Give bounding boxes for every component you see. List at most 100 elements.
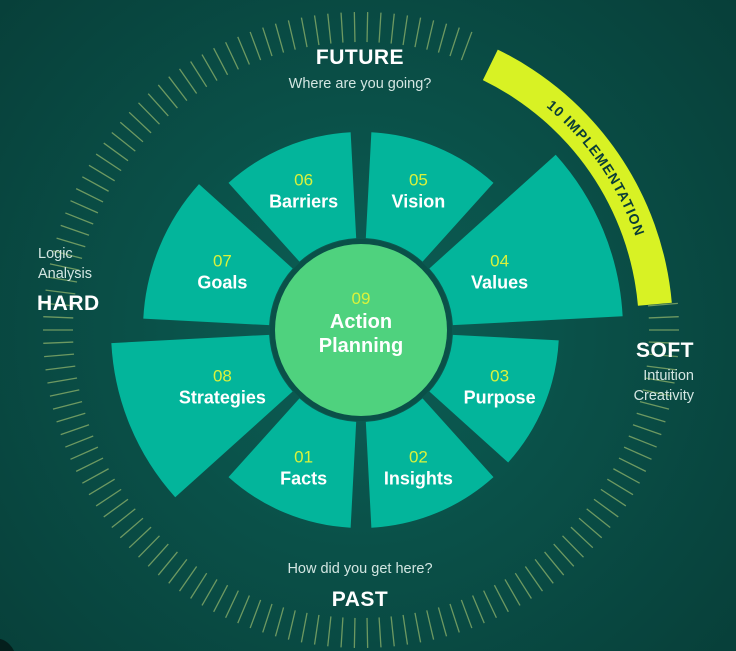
soft-title: SOFT [636,339,694,362]
tick-mark [340,617,344,648]
hard-title: HARD [37,292,100,315]
tick-mark [553,543,575,567]
corner-shape [0,638,15,651]
tick-mark [426,610,435,640]
tick-mark [534,559,554,584]
tick-mark [190,61,208,88]
tick-mark [586,508,611,529]
tick-mark [65,212,94,225]
tick-mark [426,20,435,50]
tick-mark [514,572,532,599]
tick-mark [414,17,422,48]
tick-mark [402,15,409,46]
tick-mark [103,498,129,518]
segment-label: Insights [384,469,453,489]
tick-mark [644,377,675,384]
tick-mark [262,27,273,57]
center-number: 09 [352,289,371,308]
tick-mark [157,84,178,109]
past-title: PAST [331,588,389,611]
tick-mark [60,224,90,236]
tick-mark [201,54,218,81]
tick-mark [449,603,460,633]
tick-mark [648,316,679,319]
hard-line1: Logic [38,246,73,262]
tick-mark [178,566,198,592]
tick-mark [366,617,369,648]
segment-goals [143,184,293,326]
tick-mark [82,176,109,192]
tick-mark [493,584,509,613]
tick-mark [472,595,485,624]
tick-mark [449,27,460,57]
segment-label: Facts [280,469,327,489]
tick-mark [607,478,634,496]
tick-mark [402,614,409,645]
tick-mark [225,41,239,70]
tick-mark [340,12,344,43]
tick-mark [201,579,218,606]
tick-mark [578,517,603,539]
segment-barriers [228,132,357,262]
tick-mark [353,617,356,648]
tick-mark [88,164,115,182]
tick-mark [390,13,395,44]
tick-mark [327,616,332,647]
tick-mark [119,517,144,539]
tick-mark [45,289,76,295]
tick-mark [157,551,178,576]
tick-mark [460,599,473,629]
tick-mark [43,341,74,344]
tick-mark [460,31,473,61]
tick-mark [88,478,115,496]
segment-number: 06 [294,170,313,189]
tick-mark [639,400,670,410]
tick-mark [111,131,136,152]
tick-mark [60,424,90,436]
tick-mark [95,153,122,172]
tick-mark [648,341,679,344]
tick-mark [366,12,369,43]
tick-mark [128,526,152,549]
tick-mark [225,590,239,619]
segment-label: Goals [197,273,247,293]
segment-number: 07 [213,252,232,271]
tick-mark [47,276,78,283]
tick-mark [327,13,332,44]
segment-label: Strategies [179,387,266,407]
tick-mark [262,603,273,633]
tick-mark [300,17,308,48]
tick-mark [237,595,250,624]
segment-number: 08 [213,366,232,385]
tick-mark [45,365,76,371]
tick-mark [190,572,208,599]
tick-mark [213,584,229,613]
tick-mark [237,36,250,65]
center-ring [270,239,452,421]
segments-group: 01Facts02Insights03Purpose04Values05Visi… [111,132,623,528]
tick-mark [70,200,99,214]
tick-mark [119,121,144,143]
segment-number: 03 [490,366,509,385]
segment-number: 04 [490,252,509,271]
tick-mark [437,607,448,637]
center-circle [275,244,447,416]
tick-mark [49,389,80,397]
tick-mark [82,468,109,484]
tick-mark [437,23,448,53]
implementation-band [482,49,672,306]
tick-mark [56,412,86,423]
segment-values [429,154,623,326]
tick-mark [287,610,296,640]
tick-mark [274,23,285,53]
tick-mark [249,599,262,629]
tick-mark [168,76,188,101]
future-title: FUTURE [315,46,405,69]
tick-mark [378,617,382,648]
tick-mark [70,446,99,460]
segment-insights [365,398,494,528]
soft-line2: Creativity [633,388,694,404]
tick-mark [128,111,152,134]
